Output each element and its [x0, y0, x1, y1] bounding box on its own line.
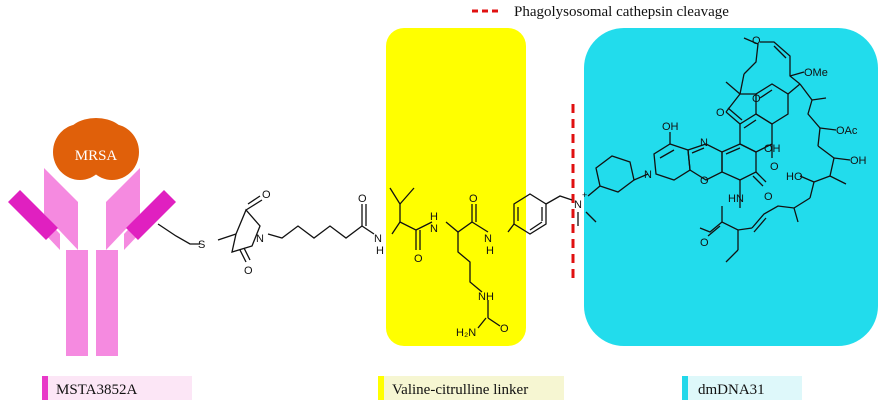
- legend: MSTA3852A Valine-citrulline linker dmDNA…: [42, 376, 802, 400]
- atom-urea-oxygen: O: [500, 323, 509, 335]
- atom-maleimide-oxygen-bottom: O: [244, 265, 253, 277]
- atom-amide-oxygen: O: [700, 237, 709, 249]
- atom-amide-nh: HN: [728, 193, 744, 205]
- atom-sulfur: S: [198, 239, 205, 251]
- atom-phenoxazine-nitrogen: N: [700, 137, 708, 149]
- antibody: MRSA: [8, 118, 176, 356]
- legend-item-payload: dmDNA31: [682, 376, 802, 400]
- atom-hydroxyl-lower: HO: [786, 171, 803, 183]
- antibody-fc-left: [66, 250, 88, 356]
- atom-acetoxy: OAc: [836, 125, 858, 137]
- atom-furan-oxygen: O: [752, 93, 761, 105]
- atom-quinone-oxygen: O: [770, 161, 779, 173]
- atom-valine-carbonyl-oxygen: O: [414, 253, 423, 265]
- atom-valine-nitrogen: N: [374, 233, 382, 245]
- linker-region-box: [386, 28, 526, 346]
- atom-hydroxyl-upper: OH: [850, 155, 867, 167]
- atom-urea-h2n: H₂N: [456, 327, 476, 339]
- legend-label-linker: Valine-citrulline linker: [392, 382, 528, 398]
- atom-pab-hydrogen: H: [486, 245, 494, 257]
- payload-region-box: [584, 28, 878, 346]
- atom-valine-hydrogen: H: [376, 245, 384, 257]
- atom-pab-nitrogen: N: [484, 233, 492, 245]
- antibody-heavy-arm-right: [106, 168, 140, 250]
- atom-quinone-oxygen-lower: O: [764, 191, 773, 203]
- chemical-bonds: [157, 37, 851, 329]
- cleavage-legend: Phagolysosomal cathepsin cleavage: [472, 4, 729, 20]
- atom-maleimide-nitrogen: N: [256, 233, 264, 245]
- antibody-fc-right: [96, 250, 118, 356]
- antibody-tip-left: [8, 190, 58, 240]
- antigen-mrsa: MRSA: [53, 118, 139, 180]
- atom-enol-ether-oxygen: O: [752, 35, 761, 47]
- atom-positive-charge: +: [582, 190, 587, 200]
- atom-urea-nh: NH: [478, 291, 494, 303]
- antibody-tip-right: [126, 190, 176, 240]
- atom-methoxy: OMe: [804, 67, 828, 79]
- cleavage-label: Phagolysosomal cathepsin cleavage: [514, 4, 729, 20]
- antigen-label: MRSA: [75, 148, 118, 164]
- legend-label-payload: dmDNA31: [698, 382, 765, 398]
- atom-chain-carbonyl-oxygen: O: [358, 193, 367, 205]
- atom-phenol-oh: OH: [662, 121, 679, 133]
- legend-item-linker: Valine-citrulline linker: [378, 376, 564, 400]
- atom-ketone-oxygen: O: [716, 107, 725, 119]
- antibody-heavy-arm-left: [44, 168, 78, 250]
- atom-piperidine-nitrogen: N: [644, 169, 652, 181]
- atom-citrulline-carbonyl-oxygen: O: [469, 193, 478, 205]
- atom-phenoxazine-oxygen: O: [700, 175, 709, 187]
- atom-aryl-oh: OH: [764, 143, 781, 155]
- legend-swatch-antibody: [42, 376, 48, 400]
- legend-item-antibody: MSTA3852A: [42, 376, 192, 400]
- legend-swatch-payload: [682, 376, 688, 400]
- atom-citrulline-nh: H: [430, 211, 438, 223]
- atom-labels: S N O O O N H O H N O N H NH O H₂N N + N…: [198, 35, 867, 339]
- legend-label-antibody: MSTA3852A: [56, 382, 137, 398]
- legend-swatch-linker: [378, 376, 384, 400]
- atom-quaternary-nitrogen: N: [574, 199, 582, 211]
- atom-maleimide-oxygen-top: O: [262, 189, 271, 201]
- atom-citrulline-n: N: [430, 223, 438, 235]
